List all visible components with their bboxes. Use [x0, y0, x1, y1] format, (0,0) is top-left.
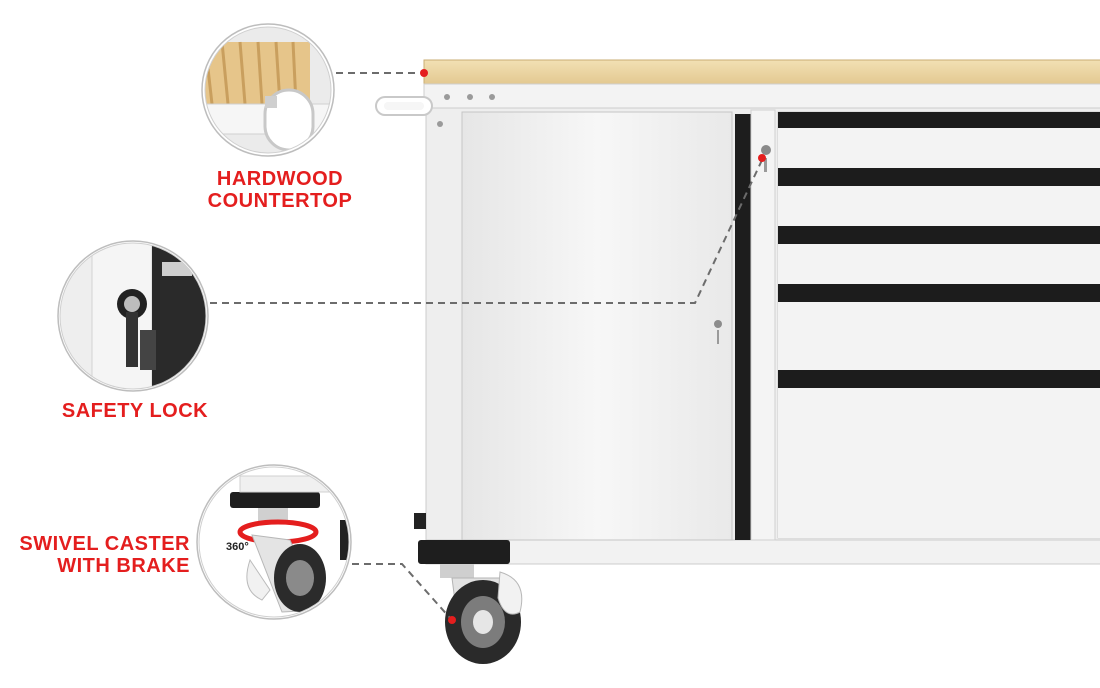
side-handle — [375, 96, 433, 116]
countertop-detail-callout — [201, 23, 335, 157]
caster-wheel — [414, 513, 523, 664]
countertop-label-line2: COUNTERTOP — [207, 190, 353, 212]
drawer-pull — [778, 226, 1100, 284]
drawer-pull — [778, 284, 1100, 370]
drawer-pull — [778, 112, 1100, 168]
drawers — [777, 111, 1100, 539]
divider-strip — [735, 114, 751, 540]
lock-label-line1: SAFETY LOCK — [61, 400, 209, 422]
countertop-label: HARDWOOD COUNTERTOP — [190, 168, 370, 212]
leader-dots — [420, 69, 766, 624]
caster-label: SWIVEL CASTER WITH BRAKE — [0, 533, 190, 577]
drawer-pull — [778, 370, 1100, 538]
lock-label: SAFETY LOCK — [40, 400, 230, 422]
cabinet-door — [461, 111, 733, 541]
drawer-pull — [778, 168, 1100, 226]
screws — [437, 94, 495, 127]
tool-cabinet — [375, 59, 1100, 664]
door-lock — [714, 320, 722, 344]
lock-detail-callout — [57, 240, 209, 392]
caster-label-line1: SWIVEL CASTER — [19, 533, 190, 555]
caster-label-line2: WITH BRAKE — [57, 555, 190, 577]
leader-lines — [210, 72, 763, 619]
caster-detail-callout — [196, 464, 352, 620]
drawer-lock — [761, 145, 771, 172]
lock-leader — [210, 159, 763, 304]
bottom-rail — [425, 539, 1100, 565]
top-rail — [423, 83, 1100, 109]
rotation-360-text: 360° — [226, 541, 249, 553]
caster-leader — [352, 563, 451, 619]
hardwood-countertop — [423, 59, 1100, 85]
countertop-label-line1: HARDWOOD — [216, 168, 344, 190]
